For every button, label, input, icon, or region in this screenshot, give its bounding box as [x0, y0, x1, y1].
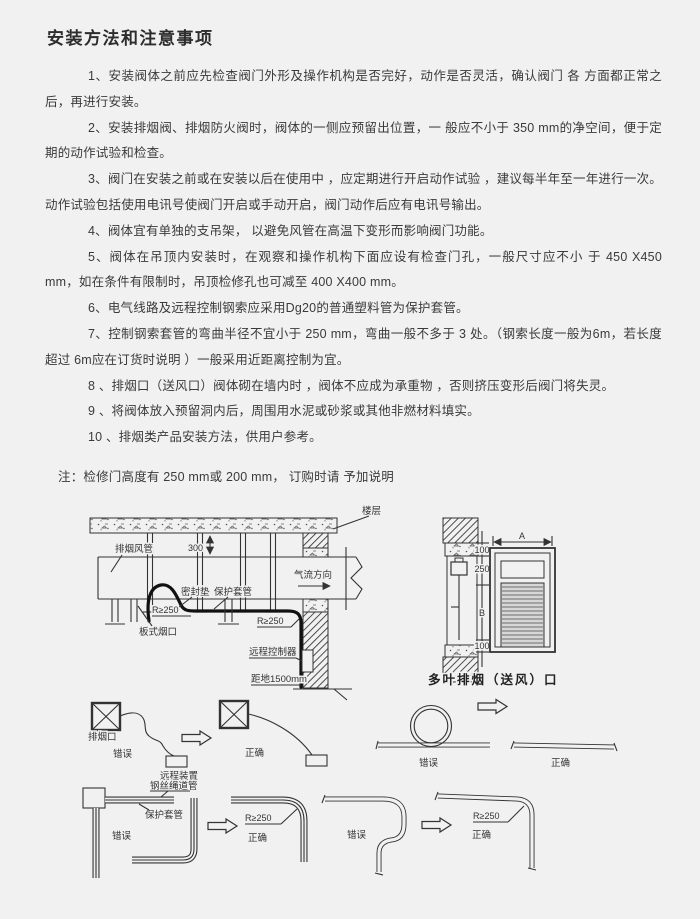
remote-device-box: [165, 755, 188, 768]
label-dim-top-100: 100: [474, 545, 489, 555]
note-line: 注：检修门高度有 250 mm或 200 mm， 订购时请 予加说明: [58, 469, 394, 484]
label-gap-300: 300: [188, 543, 203, 553]
cable-routing-diagram: 排烟口 错误 远程装置 正确: [87, 699, 328, 784]
instruction-item-9: 9 、将阀体放入预留洞内后，周围用水泥或砂浆或其他非燃材料填实。: [88, 404, 480, 419]
label-airflow: 气流方向: [294, 569, 332, 581]
page-title: 安装方法和注意事项: [47, 29, 214, 48]
louver-front-view: A: [489, 530, 556, 653]
cable-loop-diagram: 错误 正确: [375, 698, 618, 771]
label-wire-rope-conduit: 钢丝绳道管: [150, 780, 198, 792]
label-dim-250: 250: [474, 564, 489, 574]
louver-dimensions: 100 250 B 100: [473, 531, 491, 667]
smooth-cable: [247, 713, 313, 756]
installation-diagrams: 楼层 300 排烟风管: [82, 504, 618, 878]
label-remote-device: 远程装置: [160, 770, 198, 782]
label-floor: 楼层: [362, 505, 381, 517]
label-wrong-4: 错误: [347, 829, 367, 841]
instruction-item-2: 2、安装排烟阀、排烟防火阀时，阀体的一侧应预留出位置，一 般应不小于 350 m…: [45, 120, 662, 161]
loop-wrong-example: 错误: [375, 704, 490, 771]
routing-correct-example: 正确: [218, 699, 328, 767]
plate-port-frame: [105, 599, 239, 625]
label-seal: 密封垫: [181, 586, 210, 598]
label-dim-a: A: [519, 531, 525, 541]
label-dim-bottom-100: 100: [474, 641, 489, 651]
instruction-item-10: 10 、排烟类产品安装方法，供用户参考。: [88, 430, 322, 445]
louver-blades: [502, 586, 543, 644]
instruction-item-8: 8 、排烟口（送风口）阀体砌在墙内时 ，阀体不应成为承重物 ，否则挤压变形后阀门…: [88, 378, 615, 393]
label-wrong-3: 错误: [112, 830, 132, 842]
label-smoke-port: 排烟口: [88, 731, 117, 743]
label-plate-port: 板式烟口: [139, 626, 177, 638]
duct-section-diagram: 楼层 300 排烟风管: [89, 504, 383, 701]
junction-box: [82, 787, 106, 809]
instruction-item-3: 3、阀门在安装之前或在安装以后在使用中 ，应定期进行开启动作试验 ，建议每半年至…: [45, 172, 662, 212]
document-text: 安装方法和注意事项 1、安装阀体之前应先检查阀门外形及操作机构是否完好，动作是否…: [45, 24, 662, 485]
bend-wrong-example-right: 错误: [321, 794, 407, 876]
louver-section-view: [442, 517, 479, 683]
bend-correct-example-left: R≥250 正确: [231, 796, 308, 862]
bend-wrong-example-left: 钢丝绳道管 保护套管 错误: [82, 779, 199, 878]
instruction-item-7: 7、控制钢索套管的弯曲半径不宜小于 250 mm，弯曲一般不多于 3 处。（钢索…: [45, 326, 662, 367]
label-dim-b: B: [479, 608, 485, 618]
label-correct-3: 正确: [248, 832, 267, 844]
instruction-item-4: 4、阀体宜有单独的支吊架， 以避免风管在高温下变形而影响阀门功能。: [88, 223, 493, 238]
cable-loop: [409, 704, 453, 748]
label-protective-sleeve: 保护套管: [214, 586, 252, 598]
label-radius-wall: R≥250: [257, 616, 283, 626]
routing-wrong-example: 排烟口 错误 远程装置: [87, 701, 200, 784]
arrow-bend-right: [421, 816, 453, 834]
arrow-bend-left: [207, 817, 239, 835]
floor-slab: [89, 517, 338, 534]
remote-controller-box: [301, 649, 314, 673]
label-mounting-height: 距地1500mm: [251, 673, 307, 685]
arrow-routing: [181, 729, 213, 747]
label-correct-1: 正确: [245, 747, 264, 759]
label-correct-4: 正确: [472, 829, 491, 841]
conduit-bend-right-diagram: 错误 R≥250 正确: [321, 791, 537, 876]
loop-correct-example: 正确: [510, 740, 618, 771]
wavy-cable: [119, 712, 175, 757]
label-remote-controller: 远程控制器: [249, 646, 297, 658]
louver-port-diagram: 100 250 B 100 A 多: [427, 517, 559, 689]
conduit-bend-left-diagram: 钢丝绳道管 保护套管 错误 R≥250 正确: [82, 779, 308, 878]
arrow-loop: [477, 698, 509, 715]
smoke-port-box: [90, 701, 122, 732]
label-duct: 排烟风管: [115, 543, 153, 555]
remote-device-box-correct: [305, 754, 328, 767]
wall-column: [293, 532, 352, 701]
label-sleeve-2: 保护套管: [145, 809, 183, 821]
label-radius-top: R≥250: [152, 605, 178, 615]
smoke-duct: [97, 547, 363, 610]
instruction-item-6: 6、电气线路及远程控制钢索应采用Dg20的普通塑料管为保护套管。: [88, 301, 469, 316]
louver-port-caption: 多叶排烟（送风）口: [428, 672, 559, 687]
label-radius-3: R≥250: [245, 813, 271, 823]
instruction-item-1: 1、安装阀体之前应先检查阀门外形及操作机构是否完好，动作是否灵活，确认阀门 各 …: [45, 69, 662, 109]
bend-correct-example-right: R≥250 正确: [434, 791, 537, 871]
instruction-item-5: 5、阀体在吊顶内安装时，在观察和操作机构下面应设有检查门孔，一般尺寸应不小 于 …: [45, 249, 662, 290]
hanger-rods: [143, 533, 280, 613]
label-radius-4: R≥250: [473, 811, 499, 821]
label-correct-2: 正确: [551, 757, 570, 769]
label-wrong-1: 错误: [113, 748, 133, 760]
label-wrong-2: 错误: [419, 757, 439, 769]
